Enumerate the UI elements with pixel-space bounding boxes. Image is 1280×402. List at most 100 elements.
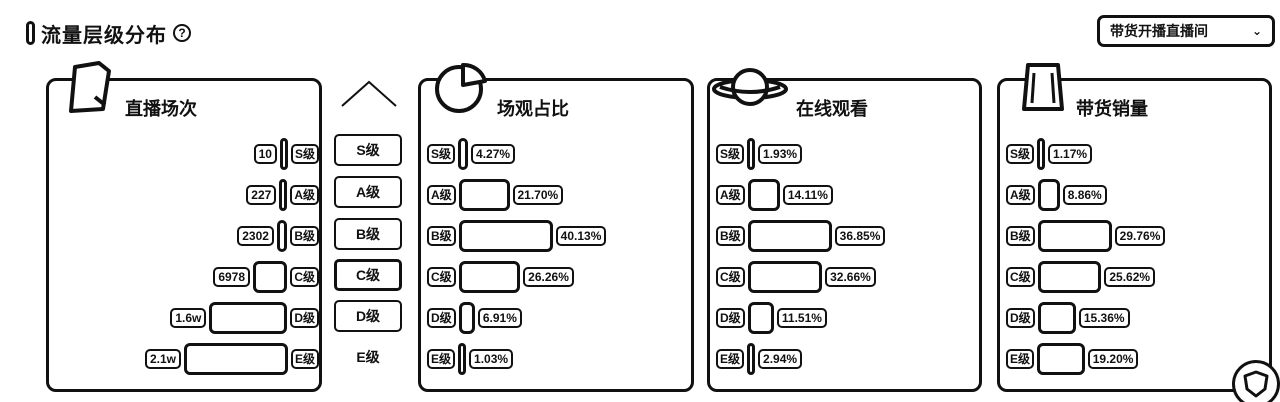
level-label: C级 — [290, 267, 319, 287]
level-bar — [747, 179, 780, 211]
bar-value: 2302 — [237, 226, 274, 246]
tab-level-6[interactable]: E级 — [334, 341, 402, 373]
level-bar — [279, 179, 288, 211]
level-label: B级 — [427, 226, 456, 246]
level-label: B级 — [716, 226, 745, 246]
select-value: 带货开播直播间 — [1110, 23, 1208, 39]
level-bar — [1037, 302, 1076, 334]
level-bar — [458, 179, 510, 211]
section-title: 流量层级分布 — [41, 24, 167, 47]
level-bar — [747, 261, 823, 293]
bar-value: 29.76% — [1114, 226, 1166, 246]
level-bar — [458, 302, 475, 334]
panel-title: 在线观看 — [796, 99, 868, 119]
bar-value: 32.66% — [825, 267, 876, 287]
level-label: D级 — [1006, 308, 1035, 328]
bar-value: 1.93% — [758, 144, 803, 164]
level-label: B级 — [1006, 226, 1035, 246]
bar-value: 25.62% — [1104, 267, 1156, 287]
level-bar — [1037, 138, 1046, 170]
level-bar — [1037, 261, 1102, 293]
bar-value: 227 — [246, 185, 277, 205]
level-label: A级 — [716, 185, 745, 205]
level-label: D级 — [716, 308, 745, 328]
level-bar — [276, 220, 288, 252]
floating-action-button[interactable] — [1232, 360, 1280, 402]
tab-level-4[interactable]: C级 — [334, 259, 402, 291]
level-bar — [747, 138, 756, 170]
level-bar — [279, 138, 288, 170]
level-bar — [253, 261, 288, 293]
level-row: B级 40.13% — [427, 218, 607, 254]
tab-level-3[interactable]: B级 — [334, 218, 402, 250]
bar-value: 10 — [253, 144, 277, 164]
level-bar — [458, 343, 467, 375]
pie-chart-icon — [435, 63, 487, 113]
level-bar — [747, 302, 774, 334]
level-row: D级 15.36% — [1006, 300, 1130, 336]
level-label: C级 — [716, 267, 745, 287]
level-bar — [209, 302, 288, 334]
bar-value: 19.20% — [1087, 349, 1139, 369]
level-bar — [747, 220, 832, 252]
level-label: D级 — [290, 308, 319, 328]
level-row: 227 A级 — [246, 177, 319, 213]
level-label: S级 — [290, 144, 319, 164]
level-bar — [1037, 343, 1085, 375]
tab-level-5[interactable]: D级 — [334, 300, 402, 332]
title-accent-bar — [26, 21, 35, 45]
level-row: A级 14.11% — [716, 177, 833, 213]
level-label: B级 — [290, 226, 319, 246]
level-label: E级 — [290, 349, 319, 369]
level-row: E级 2.94% — [716, 341, 803, 377]
tab-level-1[interactable]: S级 — [334, 134, 402, 166]
bar-value: 1.6w — [170, 308, 207, 328]
bar-value: 21.70% — [512, 185, 564, 205]
level-label: S级 — [1006, 144, 1035, 164]
bar-value: 40.13% — [555, 226, 607, 246]
level-bar — [458, 220, 553, 252]
level-row: S级 1.17% — [1006, 136, 1093, 172]
level-row: 1.6w D级 — [170, 300, 319, 336]
room-type-select[interactable]: 带货开播直播间 ⌄ — [1097, 15, 1275, 47]
bar-value: 4.27% — [471, 144, 516, 164]
level-bar — [1037, 179, 1060, 211]
level-tabs: S级 A级 B级 C级 D级 E级 — [334, 78, 406, 378]
bar-value: 8.86% — [1062, 185, 1107, 205]
bar-value: 15.36% — [1078, 308, 1130, 328]
shield-icon — [1243, 370, 1269, 398]
bar-value: 2.94% — [758, 349, 803, 369]
level-bar — [458, 261, 521, 293]
level-label: C级 — [427, 267, 456, 287]
tab-level-2[interactable]: A级 — [334, 176, 402, 208]
section-header: 流量层级分布 ? — [26, 16, 191, 50]
level-label: E级 — [427, 349, 456, 369]
level-bar — [1037, 220, 1112, 252]
bar-value: 11.51% — [776, 308, 827, 328]
clipboard-icon — [69, 61, 111, 113]
panel-title: 带货销量 — [1076, 99, 1148, 119]
level-row: 2302 B级 — [237, 218, 319, 254]
level-row: C级 26.26% — [427, 259, 574, 295]
level-label: A级 — [427, 185, 456, 205]
bar-value: 1.17% — [1048, 144, 1093, 164]
level-row: C级 32.66% — [716, 259, 876, 295]
panel-title: 直播场次 — [125, 99, 197, 119]
level-label: A级 — [290, 185, 319, 205]
level-label: E级 — [716, 349, 745, 369]
bar-value: 26.26% — [523, 267, 574, 287]
level-bar — [183, 343, 288, 375]
level-label: C级 — [1006, 267, 1035, 287]
question-circle-icon[interactable]: ? — [173, 24, 191, 42]
chevron-up-icon[interactable] — [338, 78, 400, 110]
bar-value: 14.11% — [782, 185, 833, 205]
